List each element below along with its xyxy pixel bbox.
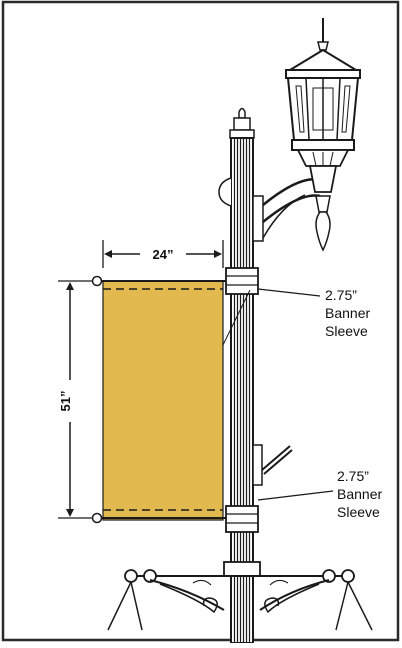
height-dimension: [58, 280, 93, 519]
upper-sleeve: [225, 267, 259, 295]
pole-finial-tip: [238, 107, 246, 119]
banner-top-rod-end: [91, 275, 103, 287]
lower-callout: 2.75” Banner Sleeve: [257, 468, 382, 520]
lower-sleeve: [225, 505, 259, 533]
arm-mount-plate: [252, 195, 264, 242]
pole-finial-cap: [233, 117, 251, 131]
lower-callout-size: 2.75”: [337, 468, 369, 484]
width-label: 24”: [153, 247, 174, 262]
lantern: [285, 18, 361, 252]
lower-callout-line2: Sleeve: [337, 504, 380, 520]
lower-callout-line1: Banner: [337, 486, 382, 502]
upper-callout-line1: Banner: [325, 305, 370, 321]
base-scroll-brackets: [107, 561, 373, 631]
lantern-finial: [315, 211, 331, 252]
upper-callout-line2: Sleeve: [325, 323, 368, 339]
height-label: 51”: [58, 391, 73, 412]
pole-side-plate: [252, 444, 263, 486]
upper-callout: 2.75” Banner Sleeve: [222, 287, 370, 346]
pole-finial-collar: [229, 129, 255, 139]
pole-knob: [218, 177, 232, 207]
banner-bottom-rod-end: [91, 512, 103, 524]
banner: [102, 280, 224, 521]
width-dimension: [102, 240, 224, 268]
upper-callout-size: 2.75”: [325, 287, 357, 303]
banner-assembly: [91, 275, 231, 524]
